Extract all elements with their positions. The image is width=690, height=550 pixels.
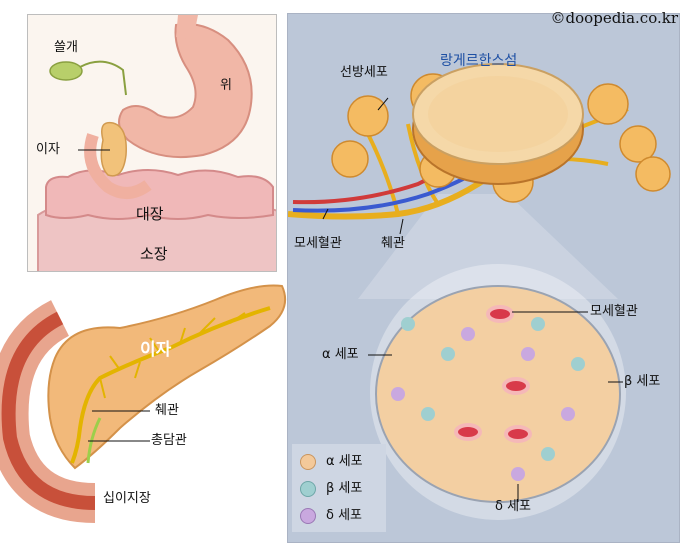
label-capillary-top: 모세혈관 (294, 236, 342, 251)
islet-illustration (288, 63, 671, 520)
label-capillary: 모세혈관 (590, 304, 638, 319)
label-pancreas-large: 이자 (140, 340, 172, 360)
label-delta-cell: δ 세포 (495, 499, 532, 514)
credit-text: ©doopedia.co.kr (550, 9, 678, 27)
label-islet: 랑게르한스섬 (440, 53, 518, 69)
legend-label-delta: δ 세포 (326, 508, 363, 523)
digestive-organs-panel: 쓸개 위 이자 대장 소장 (27, 14, 277, 272)
label-small-intestine: 소장 (140, 245, 168, 263)
legend-label-beta: β 세포 (326, 481, 363, 496)
label-duct-top: 췌관 (381, 236, 405, 251)
label-acinar-cell: 선방세포 (340, 65, 388, 80)
label-alpha-cell: α 세포 (322, 347, 359, 362)
legend-swatch-delta (300, 508, 316, 524)
label-large-intestine: 대장 (136, 205, 164, 223)
islet-detail-panel (287, 13, 680, 543)
label-common-bile-duct: 총담관 (151, 433, 187, 448)
label-stomach: 위 (220, 78, 232, 93)
pancreas-illustration (0, 284, 286, 523)
label-pancreatic-duct: 췌관 (155, 403, 179, 418)
label-duodenum: 십이지장 (103, 491, 151, 506)
digestive-organs-illustration (37, 15, 276, 271)
legend: α 세포 β 세포 δ 세포 (292, 444, 386, 532)
label-gallbladder: 쓸개 (54, 40, 78, 55)
legend-label-alpha: α 세포 (326, 454, 363, 469)
legend-swatch-beta (300, 481, 316, 497)
label-beta-cell: β 세포 (624, 374, 661, 389)
label-pancreas: 이자 (36, 142, 60, 157)
legend-swatch-alpha (300, 454, 316, 470)
